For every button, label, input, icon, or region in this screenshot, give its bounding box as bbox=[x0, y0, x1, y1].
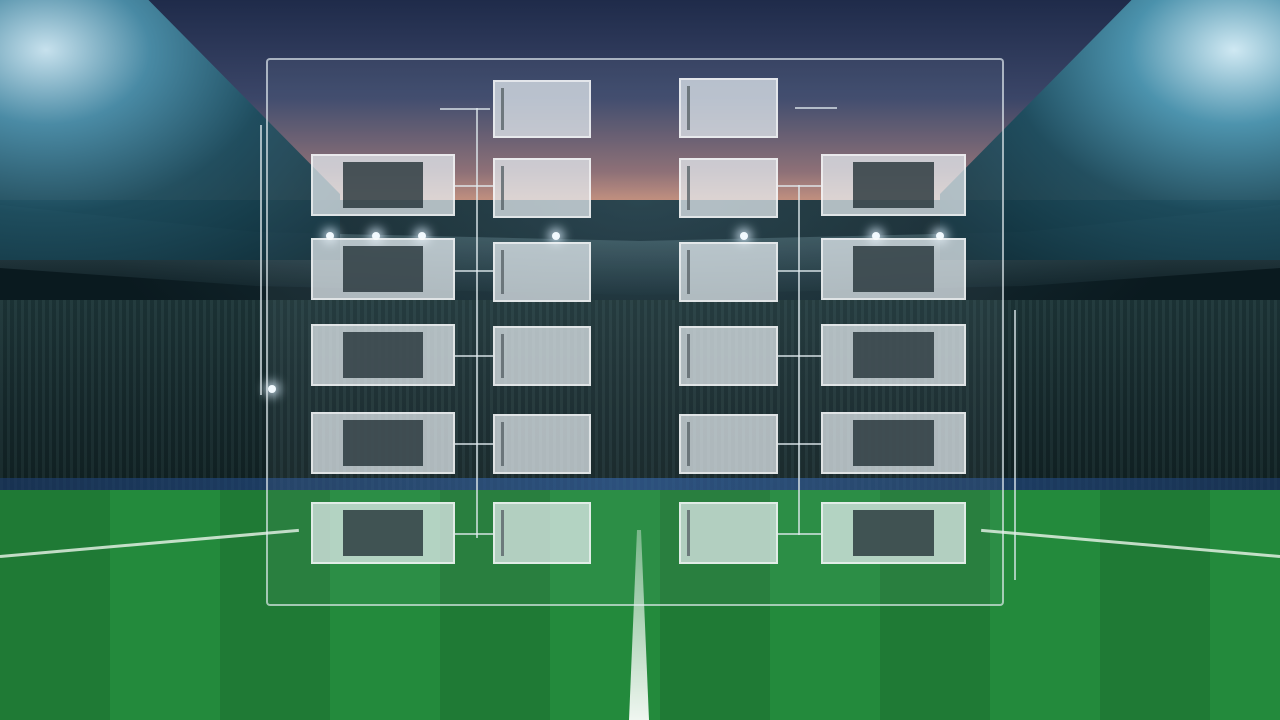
advertising-board bbox=[0, 478, 1280, 492]
bracket-connector bbox=[476, 108, 478, 538]
bracket-connector bbox=[778, 533, 821, 535]
bracket-slot-left-inner-1[interactable] bbox=[493, 80, 591, 138]
slot-label bbox=[343, 162, 423, 208]
slot-divider bbox=[501, 166, 504, 210]
panel-edge-line bbox=[1014, 310, 1016, 580]
slot-divider bbox=[687, 510, 690, 556]
bracket-connector bbox=[455, 185, 493, 187]
slot-label bbox=[695, 512, 707, 554]
bracket-slot-right-inner-3[interactable] bbox=[679, 242, 778, 302]
slot-divider bbox=[501, 88, 504, 130]
bracket-slot-right-5[interactable] bbox=[821, 502, 966, 564]
slot-label bbox=[853, 420, 934, 466]
slot-divider bbox=[687, 250, 690, 294]
slot-label bbox=[509, 90, 521, 128]
bracket-slot-right-2[interactable] bbox=[821, 238, 966, 300]
bracket-slot-left-inner-5[interactable] bbox=[493, 414, 591, 474]
bracket-connector bbox=[455, 355, 493, 357]
stadium-light-icon bbox=[740, 232, 748, 240]
bracket-connector bbox=[440, 108, 490, 110]
slot-label bbox=[509, 252, 521, 292]
stadium-light-icon bbox=[326, 232, 334, 240]
slot-label bbox=[509, 168, 521, 208]
bracket-connector bbox=[778, 270, 821, 272]
bracket-slot-right-inner-2[interactable] bbox=[679, 158, 778, 218]
slot-divider bbox=[687, 86, 690, 130]
slot-label bbox=[509, 512, 521, 554]
bracket-slot-left-inner-3[interactable] bbox=[493, 242, 591, 302]
stadium-light-icon bbox=[268, 385, 276, 393]
bracket-connector bbox=[778, 355, 821, 357]
slot-label bbox=[853, 246, 934, 292]
bracket-slot-left-inner-4[interactable] bbox=[493, 326, 591, 386]
bracket-connector bbox=[798, 185, 800, 535]
slot-divider bbox=[501, 334, 504, 378]
bracket-slot-right-inner-5[interactable] bbox=[679, 414, 778, 474]
slot-label bbox=[695, 336, 707, 376]
bracket-slot-left-inner-2[interactable] bbox=[493, 158, 591, 218]
stadium-light-icon bbox=[936, 232, 944, 240]
bracket-slot-left-4[interactable] bbox=[311, 412, 455, 474]
bracket-connector bbox=[778, 443, 821, 445]
bracket-slot-right-inner-1[interactable] bbox=[679, 78, 778, 138]
bracket-connector bbox=[795, 107, 837, 109]
bracket-slot-right-inner-4[interactable] bbox=[679, 326, 778, 386]
slot-label bbox=[695, 424, 707, 464]
bracket-connector bbox=[455, 270, 493, 272]
bracket-connector bbox=[455, 443, 493, 445]
slot-label bbox=[853, 332, 934, 378]
bracket-slot-left-3[interactable] bbox=[311, 324, 455, 386]
slot-divider bbox=[501, 422, 504, 466]
stadium-light-icon bbox=[552, 232, 560, 240]
slot-label bbox=[509, 336, 521, 376]
slot-divider bbox=[501, 250, 504, 294]
bracket-slot-right-3[interactable] bbox=[821, 324, 966, 386]
stadium-light-icon bbox=[372, 232, 380, 240]
bracket-slot-left-1[interactable] bbox=[311, 154, 455, 216]
slot-label bbox=[343, 246, 423, 292]
bracket-slot-right-1[interactable] bbox=[821, 154, 966, 216]
slot-label bbox=[509, 424, 521, 464]
slot-label bbox=[695, 252, 707, 292]
bracket-slot-right-inner-6[interactable] bbox=[679, 502, 778, 564]
slot-divider bbox=[687, 166, 690, 210]
slot-label bbox=[343, 420, 423, 466]
bracket-connector bbox=[778, 185, 821, 187]
slot-label bbox=[853, 162, 934, 208]
bracket-slot-left-2[interactable] bbox=[311, 238, 455, 300]
slot-label bbox=[343, 510, 423, 556]
bracket-slot-left-5[interactable] bbox=[311, 502, 455, 564]
slot-label bbox=[695, 88, 707, 128]
slot-divider bbox=[687, 422, 690, 466]
bracket-connector bbox=[455, 533, 493, 535]
slot-label bbox=[695, 168, 707, 208]
bracket-slot-left-inner-6[interactable] bbox=[493, 502, 591, 564]
slot-label bbox=[853, 510, 934, 556]
slot-divider bbox=[501, 510, 504, 556]
bracket-slot-right-4[interactable] bbox=[821, 412, 966, 474]
slot-divider bbox=[687, 334, 690, 378]
crowd bbox=[0, 300, 1280, 490]
slot-label bbox=[343, 332, 423, 378]
stadium-light-icon bbox=[418, 232, 426, 240]
panel-edge-line bbox=[260, 125, 262, 395]
stadium-light-icon bbox=[872, 232, 880, 240]
